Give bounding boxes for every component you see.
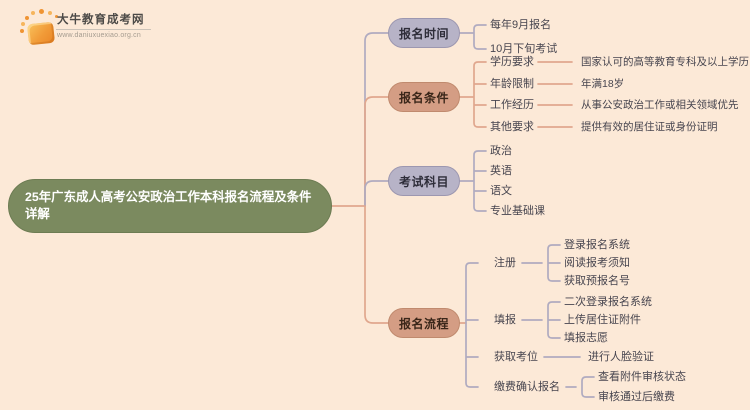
step-label: 填报 <box>494 314 516 326</box>
leaf-item: 语文 <box>490 185 512 197</box>
leaf-item: 专业基础课 <box>490 205 545 217</box>
branch-node-exam-subjects: 考试科目 <box>388 166 460 196</box>
step-label: 缴费确认报名 <box>494 381 560 393</box>
condition-label: 其他要求 <box>490 121 534 133</box>
step-label: 获取考位 <box>494 351 538 363</box>
condition-value: 提供有效的居住证或身份证明 <box>581 121 718 133</box>
leaf-item: 英语 <box>490 165 512 177</box>
logo-title: 大牛教育成考网 <box>57 14 145 26</box>
condition-label: 工作经历 <box>490 99 534 111</box>
condition-value: 年满18岁 <box>581 78 625 90</box>
leaf-item: 查看附件审核状态 <box>598 371 686 383</box>
root-title: 25年广东成人高考公安政治工作本科报名流程及条件详解 <box>25 190 312 221</box>
leaf-item: 填报志愿 <box>564 332 608 344</box>
condition-value: 从事公安政治工作或相关领域优先 <box>581 99 739 111</box>
leaf-item: 审核通过后缴费 <box>598 391 675 403</box>
step-label: 注册 <box>494 257 516 269</box>
logo-book-icon <box>20 9 64 47</box>
leaf-item: 每年9月报名 <box>490 19 552 31</box>
leaf-item: 进行人脸验证 <box>588 351 654 363</box>
leaf-item: 政治 <box>490 145 512 157</box>
condition-value: 国家认可的高等教育专科及以上学历 <box>581 56 749 68</box>
branch-node-registration-time: 报名时间 <box>388 18 460 48</box>
condition-label: 年龄限制 <box>490 78 534 90</box>
mindmap-root-node: 25年广东成人高考公安政治工作本科报名流程及条件详解 <box>8 179 332 233</box>
leaf-item: 10月下旬考试 <box>490 43 558 55</box>
leaf-item: 登录报名系统 <box>564 239 630 251</box>
leaf-item: 二次登录报名系统 <box>564 296 652 308</box>
branch-node-registration-process: 报名流程 <box>388 308 460 338</box>
branch-node-registration-conditions: 报名条件 <box>388 82 460 112</box>
leaf-item: 获取预报名号 <box>564 275 630 287</box>
leaf-item: 上传居住证附件 <box>564 314 641 326</box>
leaf-item: 阅读报考须知 <box>564 257 630 269</box>
condition-label: 学历要求 <box>490 56 534 68</box>
logo-url: www.daniuxuexiao.org.cn <box>57 32 141 39</box>
logo-divider <box>56 29 151 30</box>
